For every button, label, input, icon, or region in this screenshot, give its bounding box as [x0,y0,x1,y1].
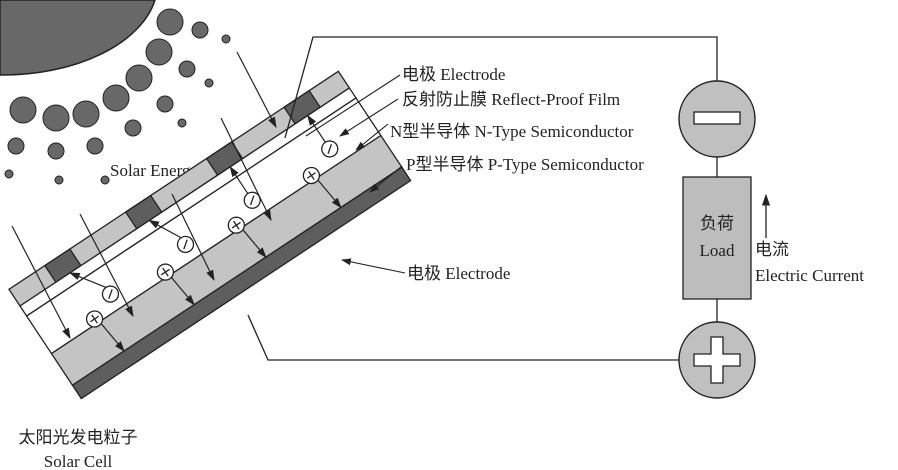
label-reflect-film: 反射防止膜 Reflect-Proof Film [402,90,620,109]
plus-icon [693,336,741,384]
charges [85,140,339,328]
label-n-type: N型半导体 N-Type Semiconductor [390,122,634,141]
solar-energy-label: Solar Energy [110,161,199,180]
label-p-type: P型半导体 P-Type Semiconductor [406,155,644,174]
positive-terminal [678,321,756,399]
sun-icon [0,0,156,76]
negative-terminal [678,80,756,158]
hole-icon [85,310,104,328]
hole-icon [227,216,245,234]
current-label-cn: 电流 [755,240,789,259]
solar-cell-label-cn: 太阳光发电粒子 [19,428,138,447]
solar-cell-label-en: Solar Cell [44,452,113,470]
wire-top [284,36,718,139]
label-electrode-bottom: 电极 Electrode [407,264,510,283]
electron-icon [176,235,195,254]
minus-icon [693,111,741,125]
current-label-en: Electric Current [755,266,864,285]
load-box: 负荷 Load [682,176,752,300]
sun-particles [4,8,231,185]
light-rays [11,51,277,339]
solar-panel [8,70,412,400]
load-label-cn: 负荷 [700,214,734,233]
hole-icon [302,166,321,185]
wire-bottom [247,314,680,361]
hole-icon [156,263,175,281]
label-electrode-top: 电极 Electrode [402,65,505,84]
load-label-en: Load [700,241,735,260]
electron-icon [101,285,120,303]
